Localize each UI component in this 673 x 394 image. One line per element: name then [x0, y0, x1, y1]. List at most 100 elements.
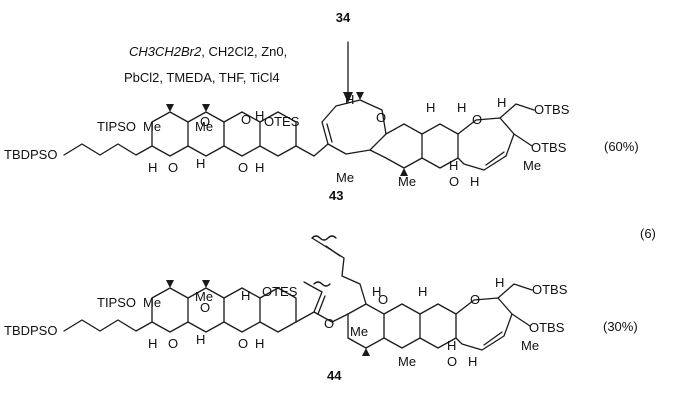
enol-double-bond [317, 295, 326, 315]
ring-f [369, 123, 423, 169]
h-label: H [196, 332, 205, 347]
wedge-me [166, 280, 174, 288]
propyl-chain [63, 143, 153, 156]
conditions-line1-rest: , CH2Cl2, Zn0, [201, 44, 287, 59]
h-label: H [426, 100, 435, 115]
ring-g [419, 303, 457, 349]
wedge-me-2 [202, 104, 210, 112]
me-label: Me [336, 170, 354, 185]
ring-oxygen: O [376, 110, 386, 125]
tipso-label: TIPSO [97, 295, 136, 310]
cis-double-bond [483, 331, 503, 346]
ring-oxygen: O [238, 336, 248, 351]
starting-material-label: 34 [336, 10, 351, 25]
oxepene-ring [321, 99, 387, 155]
h-label: H [497, 95, 506, 110]
ring-oxygen: O [378, 292, 388, 307]
ring-h [457, 117, 515, 171]
me-label: Me [143, 295, 161, 310]
otbs-bond [511, 313, 531, 327]
me-label: Me [195, 119, 213, 134]
wedge-me-3 [400, 168, 408, 176]
h-label: H [372, 284, 381, 299]
ch2-otbs-chain [497, 283, 533, 299]
methylene-linker [295, 143, 329, 157]
h-label: H [345, 92, 354, 107]
tipso-label: TIPSO [97, 119, 136, 134]
otbs-bottom-label: OTBS [531, 140, 567, 155]
ring-oxygen: O [447, 354, 457, 369]
wavy-bond [311, 235, 337, 241]
cis-double-bond [485, 151, 505, 166]
h-label: H [148, 336, 157, 351]
h-label: H [447, 338, 456, 353]
otbs-bottom-label: OTBS [529, 320, 565, 335]
h-label: H [457, 100, 466, 115]
otes-label: OTES [264, 114, 300, 129]
ring-f [383, 303, 421, 349]
ring-oxygen: O [168, 160, 178, 175]
ring-oxygen: O [200, 114, 210, 129]
conditions-reagent-italic: CH3CH2Br2 [129, 44, 202, 59]
tbdpso-label: TBDPSO [4, 147, 57, 162]
h-label: H [255, 108, 264, 123]
ring-c [223, 111, 261, 157]
ring-c [223, 287, 261, 333]
alkene-double-bond [325, 245, 341, 257]
otes-label: OTES [262, 284, 298, 299]
ring-oxygen: O [200, 300, 210, 315]
equation-number: (6) [640, 226, 656, 241]
propyl-chain [63, 319, 153, 332]
wedge-me [166, 104, 174, 112]
ring-d [259, 287, 297, 333]
enol-ether-bond [313, 311, 349, 323]
me-label: Me [398, 354, 416, 369]
conditions-line2: PbCl2, TMEDA, THF, TiCl4 [124, 70, 280, 85]
ring-b [187, 111, 225, 157]
tbdpso-label: TBDPSO [4, 323, 57, 338]
h-label: H [241, 288, 250, 303]
product-44-structure: TBDPSO TIPSO Me Me O O O H OTES H H H O … [4, 235, 638, 383]
h-label: H [418, 284, 427, 299]
compound-43-label: 43 [329, 188, 343, 203]
pentenyl-chain [311, 237, 367, 305]
otbs-top-label: OTBS [534, 102, 570, 117]
ring-oxygen: O [470, 292, 480, 307]
me-label: Me [398, 174, 416, 189]
me-label: Me [143, 119, 161, 134]
ring-oxygen: O [449, 174, 459, 189]
ring-oxygen: O [168, 336, 178, 351]
h-label: H [470, 174, 479, 189]
wedge-me-2 [202, 280, 210, 288]
compound-44-label: 44 [327, 368, 342, 383]
yield-43: (60%) [604, 139, 639, 154]
me-label: Me [521, 338, 539, 353]
h-label: H [449, 158, 458, 173]
ring-b [187, 287, 225, 333]
ring-oxygen: O [472, 112, 482, 127]
enol-double-bond [326, 123, 333, 143]
ring-oxygen: O [238, 160, 248, 175]
me-label: Me [195, 289, 213, 304]
yield-44: (30%) [603, 319, 638, 334]
product-43-structure: TBDPSO TIPSO Me Me O O O O H OTES H H H … [4, 92, 639, 203]
h-label: H [495, 275, 504, 290]
reaction-arrowhead [343, 92, 353, 103]
ring-oxygen: O [324, 316, 334, 331]
ring-h [455, 297, 513, 351]
h-label: H [255, 336, 264, 351]
conditions-line1: CH3CH2Br2, CH2Cl2, Zn0, [129, 44, 287, 59]
ch2-otbs-chain [499, 103, 535, 119]
h-label: H [468, 354, 477, 369]
wedge-h [356, 92, 364, 100]
h-label: H [255, 160, 264, 175]
ring-oxygen: O [241, 112, 251, 127]
h-label: H [196, 156, 205, 171]
ring-g [421, 123, 459, 169]
h-label: H [148, 160, 157, 175]
vinyl-linker [295, 281, 323, 323]
otbs-top-label: OTBS [532, 282, 568, 297]
otbs-bond [513, 133, 533, 147]
ring-d [259, 111, 297, 157]
